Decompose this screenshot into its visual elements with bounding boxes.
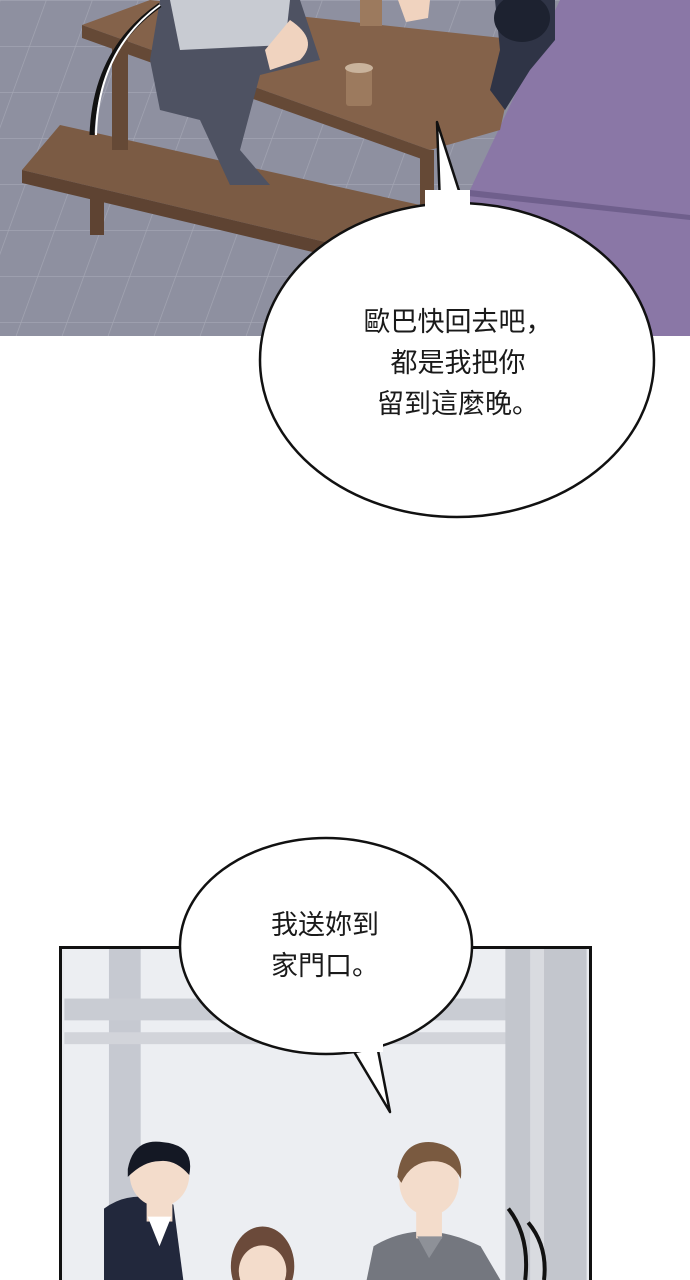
top-panel-scene [0,0,690,336]
office-characters-illustration [64,949,587,1280]
dialogue-line: 歐巴快回去吧， [363,307,553,338]
dialogue-line: 都是我把你 [390,348,526,379]
dialogue-text-1: 歐巴快回去吧， 都是我把你 留到這麼晚。 [300,302,616,425]
bottom-panel-scene [59,946,592,1280]
dialogue-text-2: 我送妳到 家門口。 [205,905,445,987]
dialogue-line: 家門口。 [271,951,379,982]
picnic-table-illustration [0,0,690,336]
dialogue-line: 留到這麼晚。 [377,389,539,420]
dialogue-line: 我送妳到 [271,910,379,941]
